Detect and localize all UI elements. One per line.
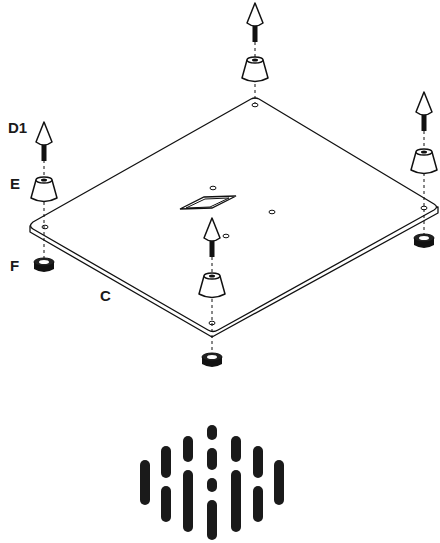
assembly-line bbox=[44, 42, 424, 353]
part-label: C bbox=[100, 288, 111, 303]
logo-bar bbox=[207, 448, 217, 470]
pad bbox=[34, 234, 434, 367]
logo-bar bbox=[161, 486, 171, 522]
logo-bar bbox=[207, 500, 217, 540]
logo-bar bbox=[231, 470, 241, 532]
part-label: D1 bbox=[8, 120, 27, 135]
logo-bar bbox=[274, 460, 284, 505]
logo-bar bbox=[140, 460, 150, 505]
logo-bar bbox=[207, 478, 217, 492]
logo-bar bbox=[207, 425, 217, 440]
part-label: E bbox=[10, 176, 20, 191]
base-plate bbox=[30, 98, 438, 337]
logo-bar bbox=[183, 470, 193, 532]
cone bbox=[31, 57, 437, 298]
spike bbox=[36, 3, 432, 257]
logo-bar bbox=[183, 436, 193, 462]
logo-bar bbox=[253, 486, 263, 522]
logo-mark bbox=[140, 425, 284, 540]
logo-bar bbox=[161, 446, 171, 478]
logo-bar bbox=[253, 446, 263, 478]
logo-bar bbox=[231, 436, 241, 462]
part-label: F bbox=[10, 258, 19, 273]
